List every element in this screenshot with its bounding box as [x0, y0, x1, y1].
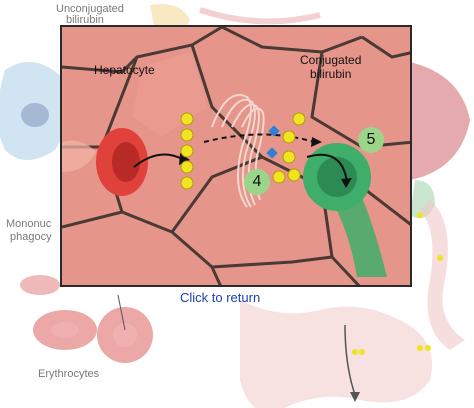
arrow-rbc-to-pigment [133, 153, 183, 168]
label-unconjugated: Unconjugated [56, 3, 124, 15]
label-phagocyte: phagocy [10, 231, 52, 243]
intestine-arrow [344, 324, 356, 396]
label-bilirubin-partial: bilirubin [66, 14, 104, 26]
intestine-arrowhead [350, 392, 360, 402]
intestine-shape [240, 300, 432, 408]
unconjugated-bilirubin-chain [180, 112, 194, 190]
phagocyte-nucleus-shape [21, 103, 49, 127]
hepatocyte-diagram [62, 27, 410, 285]
liver-shape [400, 60, 470, 180]
pigment-dot [417, 345, 423, 351]
label-mononuclear: Mononuc [6, 218, 52, 230]
conjugated-label-line1: Conjugated [300, 53, 362, 67]
hepatocyte-label: Hepatocyte [94, 63, 155, 77]
vessel-line [199, 7, 321, 25]
pigment-dot [352, 349, 358, 355]
step-4-badge: 4 [244, 169, 270, 195]
label-erythrocytes: Erythrocytes [38, 368, 100, 380]
pigment-dot [417, 212, 423, 218]
erythrocyte-shape [20, 275, 60, 295]
pigment-dot [437, 255, 443, 261]
conjugated-label-line2: bilirubin [310, 67, 352, 81]
click-to-return-link[interactable]: Click to return [180, 290, 261, 305]
intestine-right-shape [420, 200, 465, 350]
conjugated-bilirubin-label: Conjugated bilirubin [300, 53, 361, 81]
hepatocyte-detail-popup[interactable]: Hepatocyte Conjugated bilirubin 4 5 [60, 25, 412, 287]
pigment-dot [425, 345, 431, 351]
erythrocyte-center [113, 323, 137, 347]
erythrocyte-center [51, 322, 79, 338]
arrow-conjugation [203, 133, 315, 143]
pigment-dot [359, 349, 365, 355]
step-5-badge: 5 [358, 127, 384, 153]
erythrocyte-pointer [117, 294, 126, 331]
